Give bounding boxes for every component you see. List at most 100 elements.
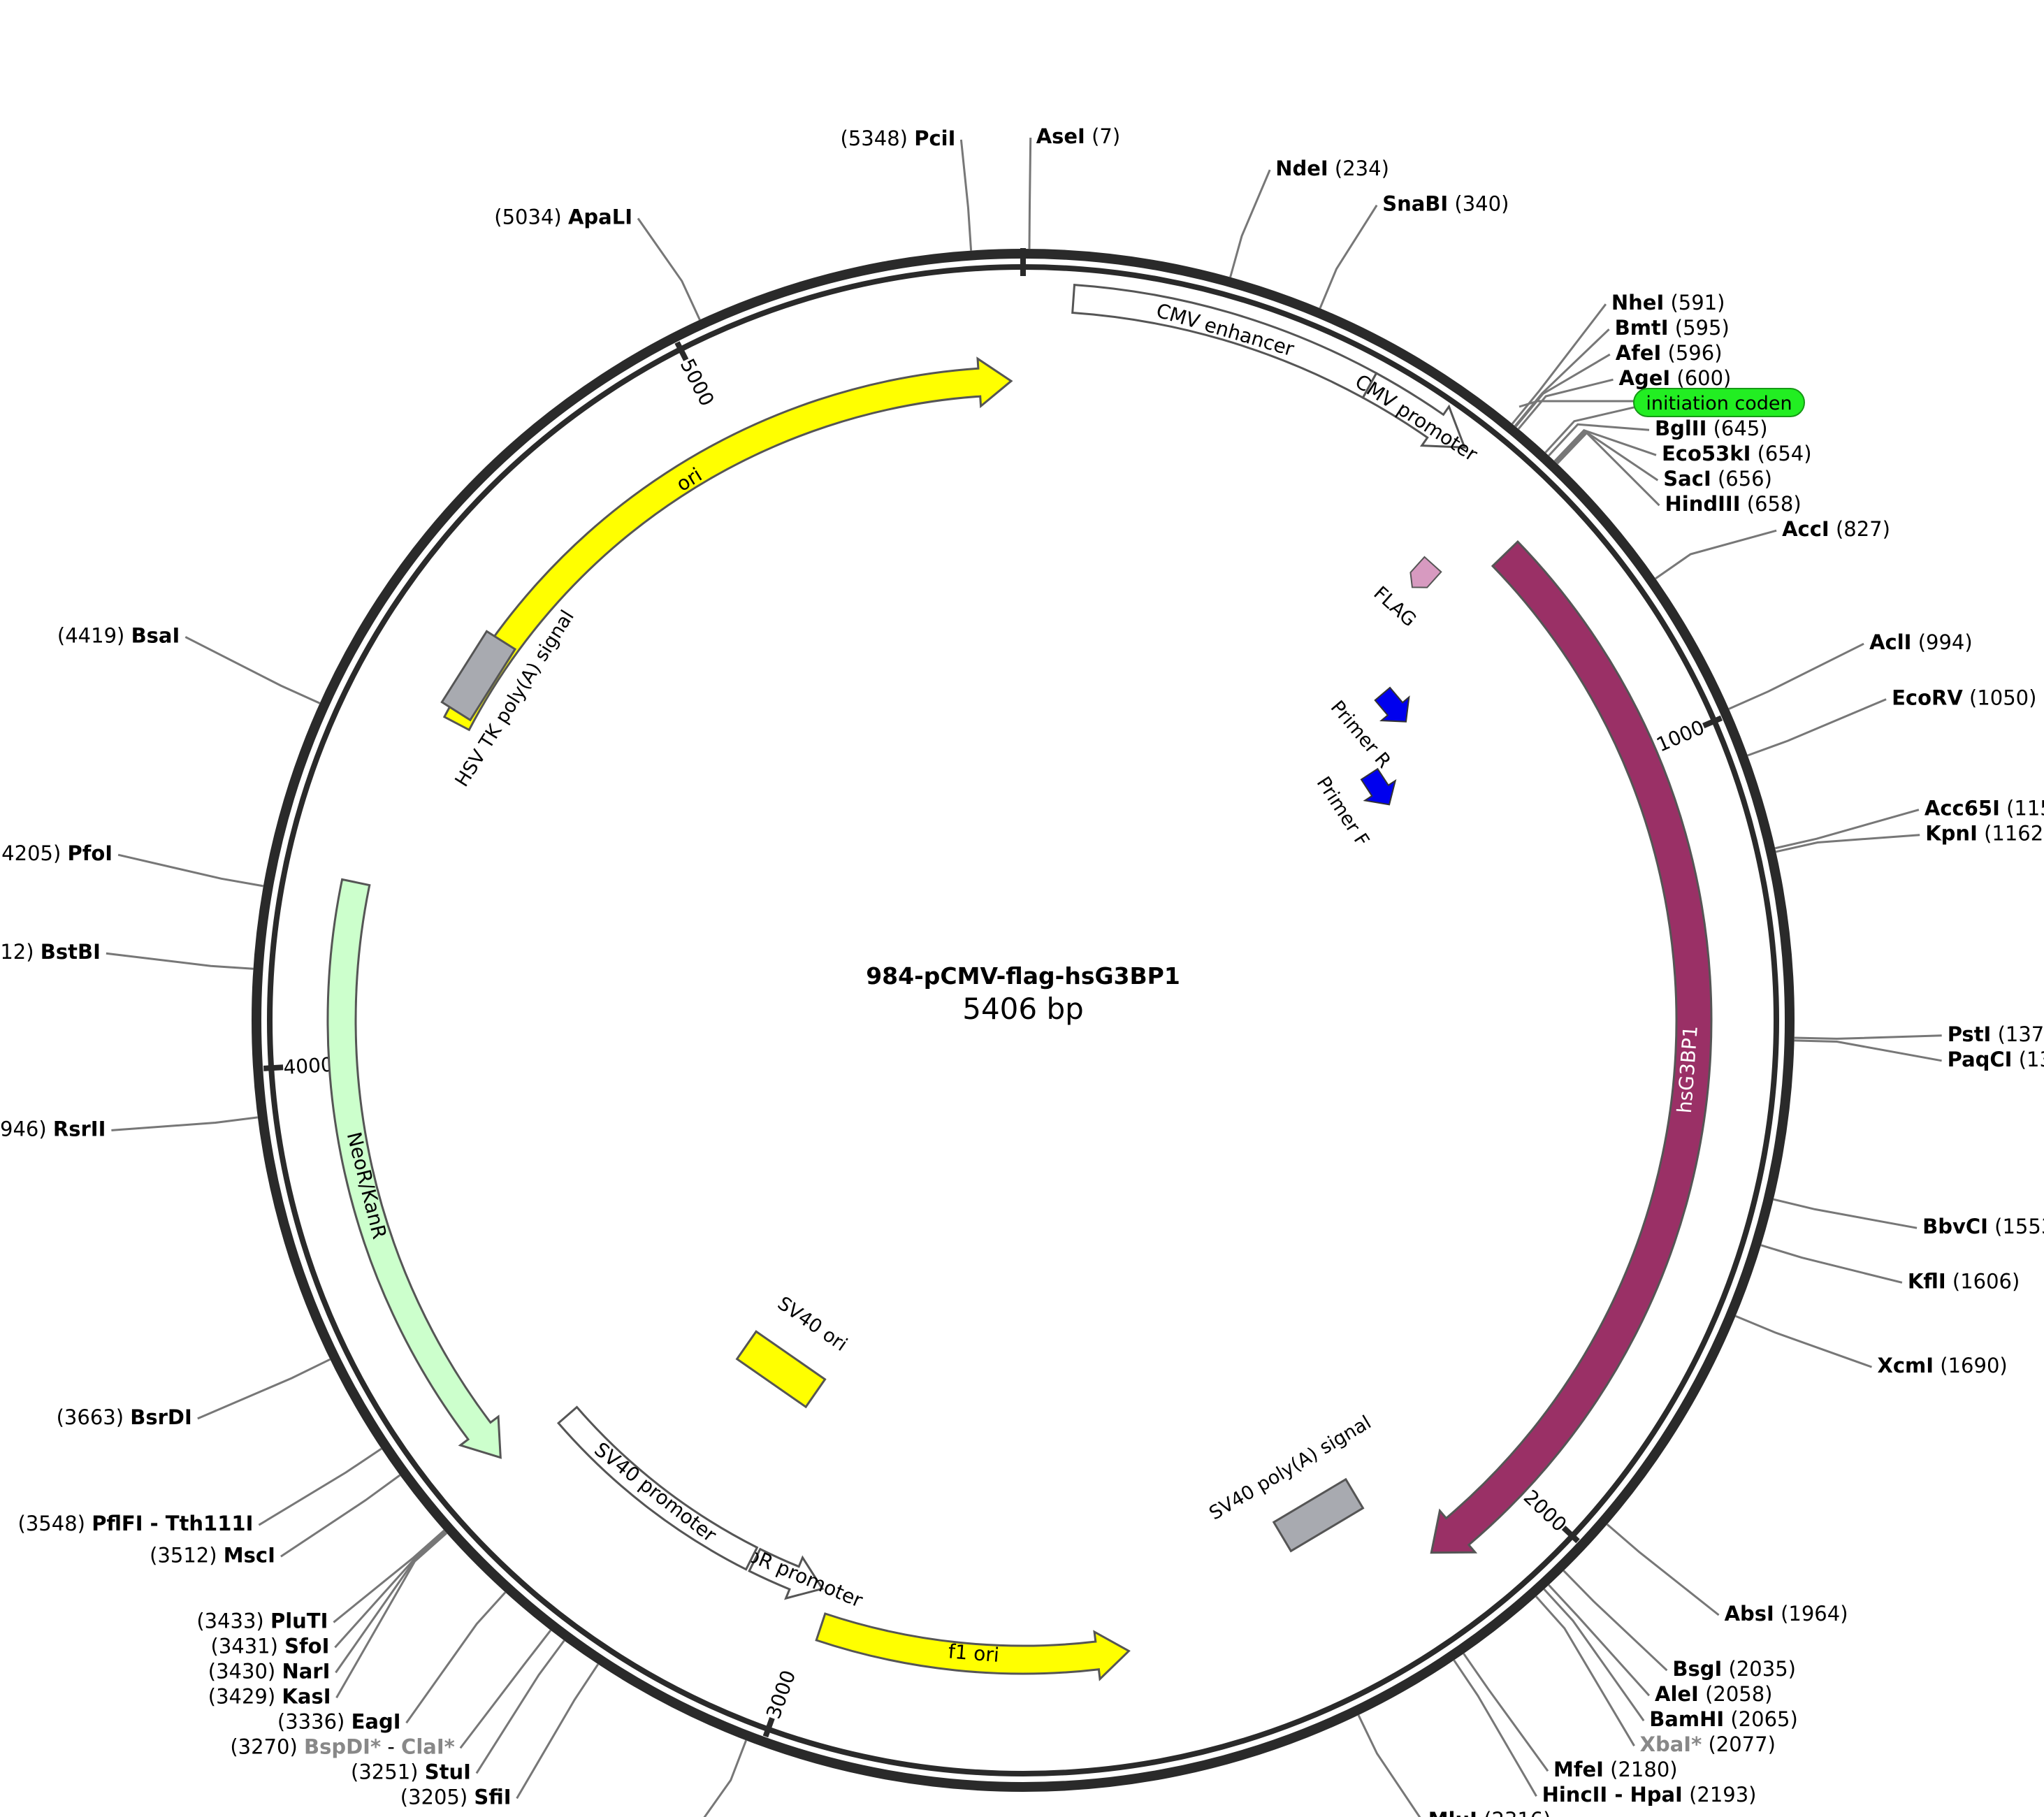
site-leader bbox=[280, 1474, 401, 1558]
site-leader bbox=[459, 1629, 552, 1749]
site-bbvci: BbvCI (1553) bbox=[1773, 1198, 2044, 1238]
site-afei: AfeI (596) bbox=[1514, 341, 1723, 428]
site-leader bbox=[1514, 353, 1611, 428]
site-leader bbox=[1319, 204, 1378, 309]
site-leader bbox=[197, 1358, 331, 1420]
site-label: MluI (2316) bbox=[1428, 1808, 1551, 1817]
feature-sv40-promoter bbox=[556, 1405, 759, 1571]
site-label: (3251) StuI bbox=[351, 1760, 471, 1783]
site-alei: AleI (2058) bbox=[1548, 1584, 1773, 1706]
site-label: (3512) MscI bbox=[150, 1543, 275, 1567]
site-position: (2058) bbox=[1705, 1682, 1772, 1706]
site-position: (994) bbox=[1918, 630, 1973, 654]
site-kfli: KflI (1606) bbox=[1760, 1244, 2020, 1293]
site-position: (3663) bbox=[57, 1405, 124, 1429]
site-name: PstI bbox=[1948, 1022, 1992, 1046]
site-absi: AbsI (1964) bbox=[1606, 1523, 1848, 1626]
site-name: NarI bbox=[282, 1659, 330, 1683]
site-rsrii: (3946) RsrII bbox=[0, 1116, 258, 1141]
plasmid-backbone bbox=[252, 248, 1795, 1792]
site-leader bbox=[516, 1663, 600, 1800]
site-name: SacI bbox=[1663, 467, 1711, 491]
site-leader bbox=[1548, 423, 1650, 457]
box-sv40-ori bbox=[735, 1330, 827, 1409]
site-name: MluI bbox=[1428, 1808, 1477, 1817]
site-eco53ki: Eco53kI (654) bbox=[1553, 428, 1812, 465]
site-label: AfeI (596) bbox=[1616, 341, 1723, 365]
site-leader bbox=[111, 1116, 258, 1131]
site-leader bbox=[475, 1639, 565, 1774]
site-position: (1606) bbox=[1952, 1269, 2020, 1293]
site-bsai: (4419) BsaI bbox=[57, 623, 321, 704]
site-sfii: (3205) SfiI bbox=[400, 1663, 600, 1809]
site-pfoi: (4205) PfoI bbox=[0, 841, 264, 888]
site-label: (5348) PciI bbox=[841, 126, 956, 150]
tick-label-5000: 5000 bbox=[676, 355, 719, 410]
site-name: BstBI bbox=[41, 940, 101, 964]
site-position: (7) bbox=[1092, 124, 1120, 148]
site-label: NheI (591) bbox=[1611, 291, 1725, 314]
site-position: (1162) bbox=[1984, 822, 2044, 846]
site-leader bbox=[1747, 698, 1887, 757]
site-name: XbaI* bbox=[1640, 1732, 1702, 1756]
feature-hsv-tk-poly-a-signal bbox=[440, 630, 517, 722]
site-psti: PstI (1371) bbox=[1794, 1022, 2044, 1046]
site-hincii-hpai: HincII - HpaI (2193) bbox=[1453, 1659, 1757, 1807]
site-name: AbsI bbox=[1725, 1602, 1774, 1626]
site-leader bbox=[1028, 137, 1032, 249]
site-saci: SacI (656) bbox=[1555, 430, 1772, 491]
site-leader bbox=[1556, 431, 1660, 507]
site-name: HindIII bbox=[1665, 492, 1741, 516]
site-position: (1050) bbox=[1969, 686, 2036, 710]
site-pcii: (5348) PciI bbox=[841, 126, 973, 251]
site-name: AccI bbox=[1782, 517, 1829, 541]
site-leader bbox=[106, 952, 254, 970]
site-position: (1690) bbox=[1940, 1354, 2007, 1377]
site-position: (4112) bbox=[0, 940, 34, 964]
site-leader bbox=[1535, 1595, 1635, 1746]
site-label: AccI (827) bbox=[1782, 517, 1890, 541]
tick-4000 bbox=[263, 1064, 284, 1071]
feature-label-flag: FLAG bbox=[1369, 582, 1420, 631]
site-position: (2316) bbox=[1484, 1808, 1551, 1817]
site-nhei: NheI (591) bbox=[1511, 291, 1725, 425]
site-asei: AseI (7) bbox=[1028, 124, 1120, 249]
site-position: (1371) bbox=[1998, 1022, 2044, 1046]
site-leader bbox=[333, 1529, 445, 1623]
site-position: (2180) bbox=[1610, 1758, 1677, 1781]
site-label: HincII - HpaI (2193) bbox=[1542, 1783, 1757, 1807]
site-leader bbox=[703, 1739, 747, 1817]
site-acc65i: Acc65I (1158) bbox=[1774, 797, 2044, 850]
site-bstbi: (4112) BstBI bbox=[0, 940, 254, 970]
feature-label-sv40-promoter: SV40 promoter bbox=[590, 1438, 720, 1547]
site-label: AclI (994) bbox=[1869, 630, 1973, 654]
site-leader bbox=[1794, 1039, 1942, 1062]
site-leader bbox=[1357, 1714, 1421, 1817]
site-name: AfeI bbox=[1616, 341, 1662, 365]
site-name: StuI bbox=[425, 1760, 471, 1783]
site-name: NheI bbox=[1611, 291, 1664, 314]
site-position: (3429) bbox=[208, 1684, 275, 1708]
site-label: MfeI (2180) bbox=[1553, 1758, 1678, 1781]
site-label: Acc65I (1158) bbox=[1925, 797, 2044, 820]
primer-arrow-primer-r bbox=[1374, 686, 1410, 723]
site-mlui: MluI (2316) bbox=[1357, 1714, 1551, 1817]
site-label: PaqCI (1374) bbox=[1948, 1048, 2044, 1071]
site-label: XbaI* (2077) bbox=[1640, 1732, 1776, 1756]
site-label: BsgI (2035) bbox=[1672, 1657, 1796, 1681]
site-label: (3270) BspDI* - ClaI* bbox=[230, 1735, 454, 1758]
feature-label-sv40-ori: SV40 ori bbox=[774, 1293, 851, 1356]
site-name: Acc65I bbox=[1925, 797, 2000, 820]
site-name: RsrII bbox=[53, 1117, 106, 1141]
site-bspdi: (3270) BspDI* - ClaI* bbox=[230, 1629, 552, 1758]
site-kasi: (3429) KasI bbox=[208, 1532, 448, 1708]
site-position: (340) bbox=[1454, 192, 1509, 216]
site-name: SnaBI bbox=[1382, 192, 1448, 216]
site-position: (3430) bbox=[208, 1659, 275, 1683]
site-position: (1158) bbox=[2006, 797, 2044, 820]
site-position: (591) bbox=[1670, 291, 1725, 314]
site-position: (595) bbox=[1675, 316, 1730, 340]
site-name: BglII bbox=[1655, 417, 1706, 440]
site-label: Eco53kI (654) bbox=[1662, 442, 1812, 465]
